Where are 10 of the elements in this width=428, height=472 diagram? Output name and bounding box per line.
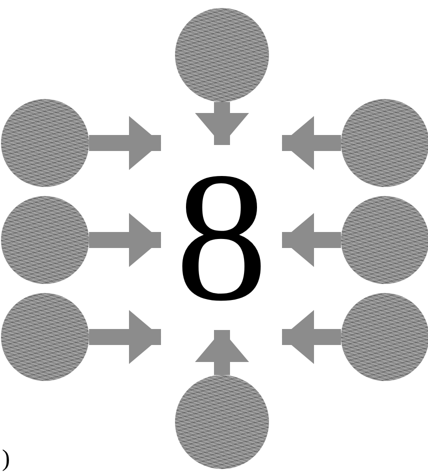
- numeral: 8: [175, 145, 268, 330]
- arrow: [282, 116, 341, 170]
- arrow: [195, 330, 249, 375]
- arrow: [282, 213, 341, 267]
- arrow: [89, 310, 161, 364]
- arrow: [89, 116, 161, 170]
- arrow: [282, 310, 341, 364]
- arrow: [89, 213, 161, 267]
- arrow: [195, 102, 249, 145]
- caption-fragment: ): [2, 446, 10, 472]
